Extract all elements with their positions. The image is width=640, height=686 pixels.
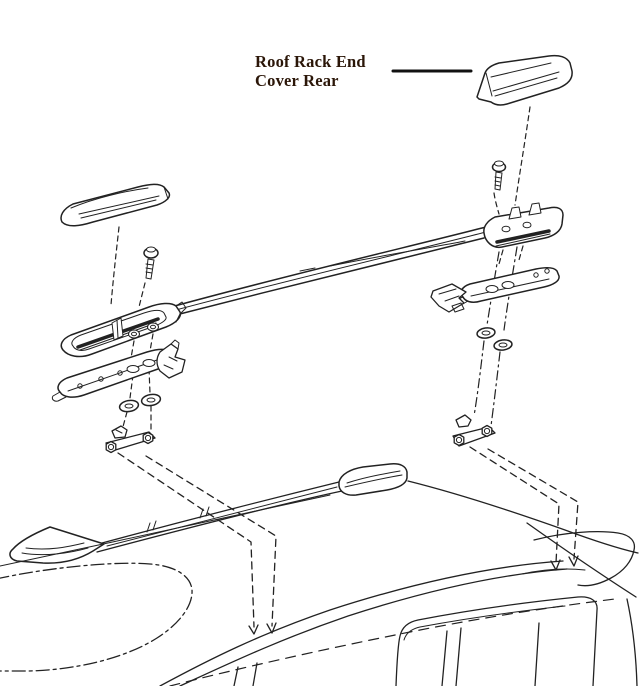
callout-line-2: Cover Rear — [255, 71, 339, 90]
installed-front-end-cover — [9, 526, 105, 564]
rear-spoiler — [521, 522, 637, 598]
front-washers — [118, 393, 162, 413]
rear-rail-clip — [430, 283, 467, 313]
mounting-alignment-lines — [117, 446, 579, 635]
sunroof-outline — [0, 562, 193, 672]
arrowhead-icon — [568, 555, 579, 567]
installed-rear-end-cover — [338, 463, 408, 496]
front-mount-gasket — [51, 348, 175, 402]
part-callout-label: Roof Rack End Cover Rear — [255, 52, 405, 90]
front-cover-screw — [143, 246, 159, 280]
rail-tube — [167, 226, 487, 318]
front-mount-bracket — [60, 301, 187, 358]
arrowhead-icon — [266, 622, 277, 634]
arrowhead-icon — [248, 624, 259, 635]
rear-mount-bolts — [452, 414, 496, 447]
door-frame-lines — [169, 598, 616, 686]
front-mount-bolts — [105, 425, 156, 454]
rear-quarter-windows — [395, 596, 638, 686]
roof-rib-line — [0, 494, 331, 567]
front-end-cover — [60, 183, 171, 227]
rear-washers — [476, 327, 513, 351]
front-rail-clip — [156, 339, 186, 379]
rear-end-cover — [476, 54, 573, 106]
roof-rear-edge-line — [407, 480, 639, 554]
roof-rack-rail — [60, 106, 564, 359]
rear-mount-gasket — [454, 266, 560, 306]
arrowhead-icon — [550, 559, 561, 571]
rear-hardware-stack — [430, 246, 560, 447]
front-hardware-stack — [51, 339, 186, 454]
installed-roof-rail — [96, 481, 343, 553]
roof-side-edge — [159, 560, 568, 686]
callout-line-1: Roof Rack End — [255, 52, 366, 71]
vehicle-roof — [0, 463, 639, 686]
rear-cover-screw — [491, 160, 507, 191]
rear-mount-bracket — [483, 202, 564, 249]
